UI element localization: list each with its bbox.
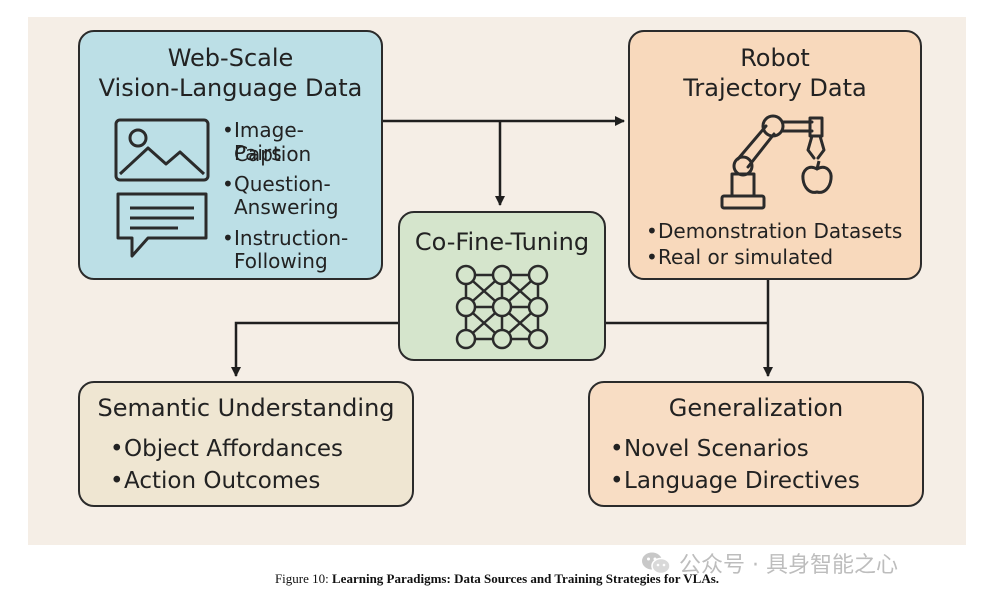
image-icon xyxy=(114,118,210,182)
web-scale-data-box: Web-Scale Vision-Language Data Image-Cap… xyxy=(78,30,383,280)
web-bullet-question-answering: Question- xyxy=(222,172,331,196)
robot-trajectory-box: Robot Trajectory Data Demonstration Data… xyxy=(628,30,922,280)
neural-network-icon xyxy=(455,264,549,350)
cofinetuning-title: Co-Fine-Tuning xyxy=(414,228,590,256)
web-bullet-image-caption: Image-Caption xyxy=(222,118,381,166)
robot-bullet-demonstration: Demonstration Datasets xyxy=(646,219,902,243)
web-title-line2: Vision-Language Data xyxy=(98,74,363,102)
figure-caption: Figure 10: Learning Paradigms: Data Sour… xyxy=(0,571,994,587)
robot-bullet-real-or-simulated: Real or simulated xyxy=(646,245,833,269)
web-title-line1: Web-Scale xyxy=(167,44,294,72)
watermark-text: 公众号 · 具身智能之心 xyxy=(679,553,898,578)
semantic-bullet-action-outcomes: Action Outcomes xyxy=(110,467,320,495)
caption-label: Figure 10: xyxy=(274,571,329,586)
cofinetuning-box: Co-Fine-Tuning xyxy=(398,211,606,361)
watermark: 公众号 · 具身智能之心 xyxy=(641,548,898,578)
semantic-bullet-object-affordances: Object Affordances xyxy=(110,435,343,463)
web-bullet-instruction-following-cont: Following xyxy=(234,249,328,273)
apple-icon xyxy=(801,160,833,194)
web-bullet-question-answering-cont: Answering xyxy=(234,195,339,219)
generalization-box: Generalization Novel Scenarios Language … xyxy=(588,381,924,507)
caption-text: Learning Paradigms: Data Sources and Tra… xyxy=(332,571,720,586)
web-bullet-instruction-following: Instruction- xyxy=(222,226,348,250)
robot-title-line2: Trajectory Data xyxy=(683,74,867,102)
generalization-bullet-language-directives: Language Directives xyxy=(610,467,860,495)
generalization-title: Generalization xyxy=(668,394,844,422)
robot-title-line1: Robot xyxy=(740,44,810,72)
semantic-understanding-box: Semantic Understanding Object Affordance… xyxy=(78,381,414,507)
chat-bubble-icon xyxy=(116,192,208,258)
arrow-cofinetuning-to-semantic xyxy=(231,321,398,377)
generalization-bullet-novel-scenarios: Novel Scenarios xyxy=(610,435,809,463)
semantic-title: Semantic Understanding xyxy=(97,394,395,422)
wechat-icon xyxy=(642,552,671,575)
web-bullet-image-caption-cont: Pairs xyxy=(234,141,282,165)
robot-arm-icon xyxy=(720,114,826,210)
